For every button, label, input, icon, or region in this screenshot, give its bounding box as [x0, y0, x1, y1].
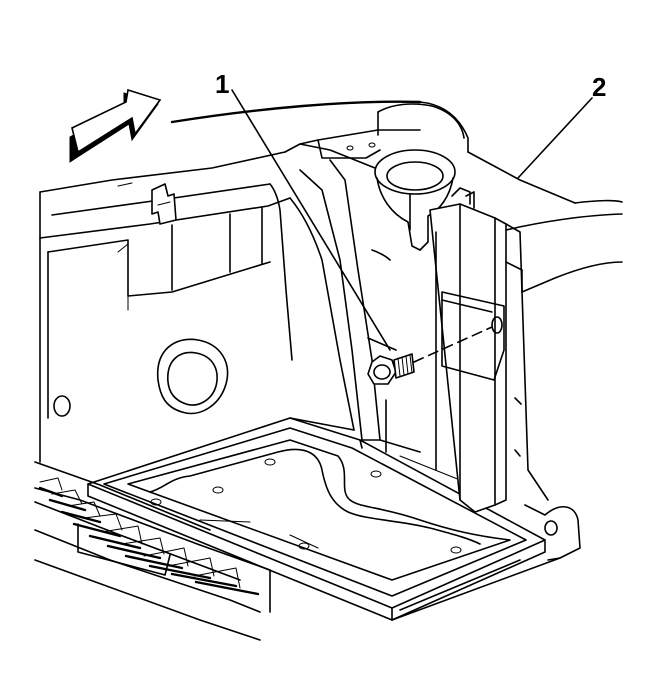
body-outline: [170, 100, 623, 293]
leader-line-1: [231, 89, 391, 351]
retaining-clip: [117, 182, 177, 225]
right-lower-edge: [391, 504, 581, 621]
battery-tray: [87, 417, 546, 621]
direction-arrow-icon: [69, 88, 162, 163]
mounting-bracket: [429, 187, 549, 513]
side-wall: [269, 143, 461, 481]
cowl-top: [299, 103, 465, 159]
bolt-icon: [367, 353, 415, 385]
drain-funnel: [374, 149, 456, 251]
access-opening: [157, 338, 229, 415]
callout-1: 1: [215, 69, 229, 99]
callout-2: 2: [592, 72, 606, 102]
leader-line-2: [517, 97, 593, 179]
alignment-line: [413, 326, 493, 363]
front-ribs: [34, 461, 271, 641]
